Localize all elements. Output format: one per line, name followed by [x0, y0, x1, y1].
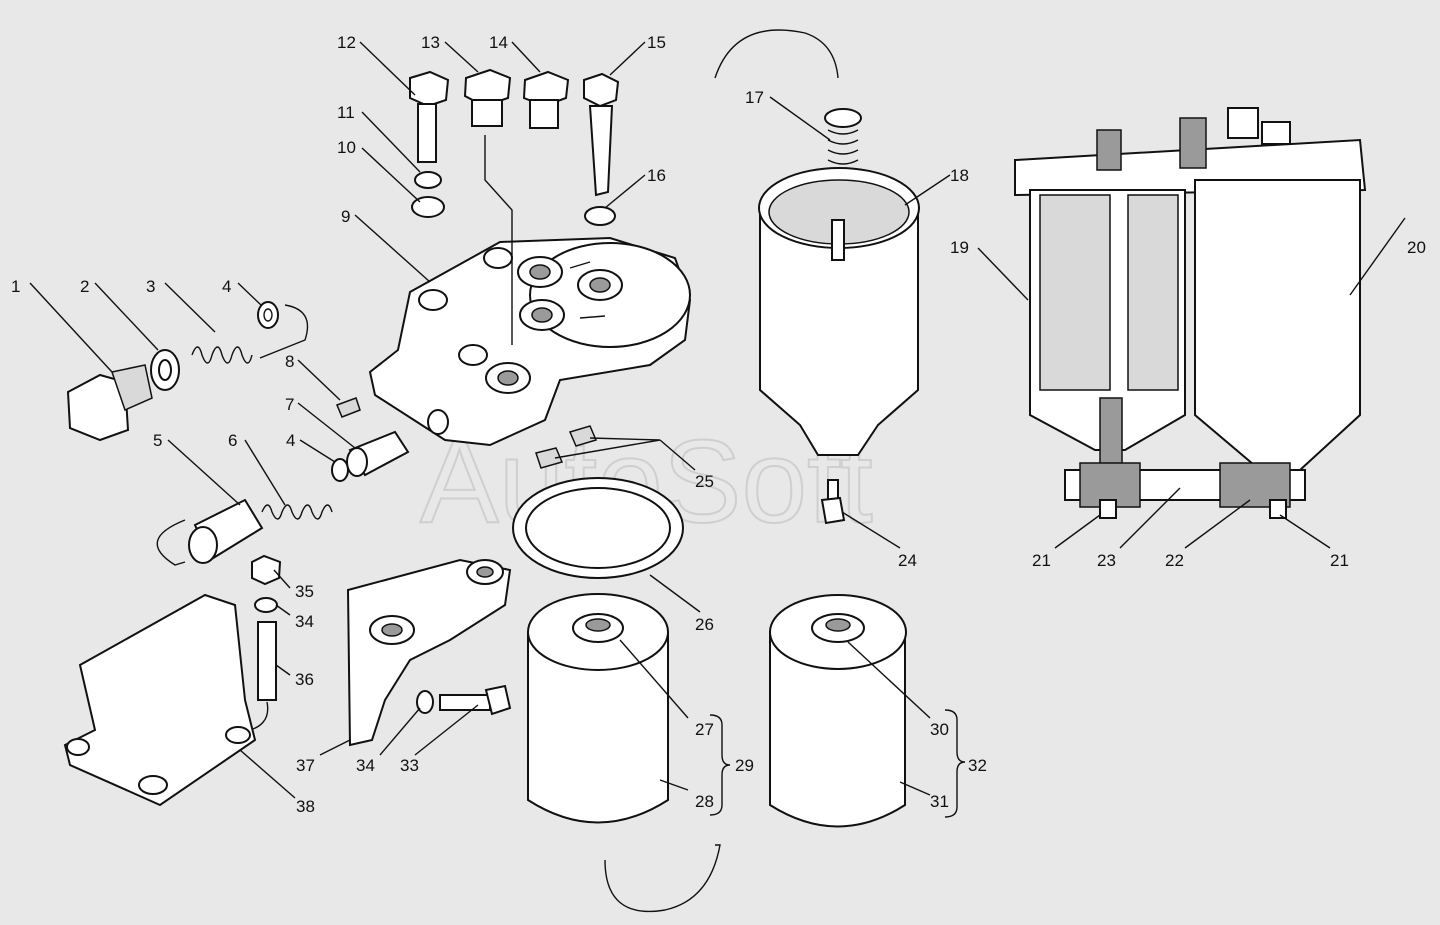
stud-part-36 [257, 621, 277, 701]
callout-6: 6 [228, 431, 237, 450]
plunger-part-5 [188, 498, 264, 564]
callout-30: 30 [930, 720, 949, 739]
assembly-arrow-5 [604, 844, 721, 913]
callout-22: 22 [1165, 551, 1184, 570]
filter-bowl-part-18 [758, 167, 920, 456]
callout-13: 13 [421, 33, 440, 52]
washer-part-16 [584, 206, 616, 226]
callout-4a: 4 [222, 277, 231, 296]
callout-1: 1 [11, 277, 20, 296]
callout-15: 15 [647, 33, 666, 52]
callout-19: 19 [950, 238, 969, 257]
callout-33: 33 [400, 756, 419, 775]
callout-4b: 4 [286, 431, 295, 450]
pins-part-25 [535, 425, 598, 469]
washer-part-11 [414, 171, 442, 189]
callout-3: 3 [146, 277, 155, 296]
callout-7: 7 [285, 395, 294, 414]
callout-37: 37 [296, 756, 315, 775]
callout-35: 35 [295, 582, 314, 601]
callout-21a: 21 [1032, 551, 1051, 570]
washer-part-34-upper [254, 597, 278, 613]
assembly-arrow-6 [714, 29, 839, 79]
washer-part-10 [411, 196, 445, 218]
drain-plug-part-24 [820, 479, 846, 525]
fitting-part-14 [522, 70, 570, 129]
callout-32: 32 [968, 756, 987, 775]
plug-part-1 [66, 364, 153, 442]
callout-12: 12 [337, 33, 356, 52]
gasket-part-26 [512, 477, 684, 579]
spring-part-6 [261, 504, 333, 520]
pin-part-8 [336, 397, 361, 418]
bracket-part-38 [63, 593, 257, 807]
callout-34-lower: 34 [356, 756, 375, 775]
callout-2: 2 [80, 277, 89, 296]
valve-part-17 [824, 108, 862, 165]
filter-housing-part-9 [368, 236, 692, 447]
callout-18: 18 [950, 166, 969, 185]
callout-16: 16 [647, 166, 666, 185]
callout-17: 17 [745, 88, 764, 107]
leader-lines [29, 41, 1406, 799]
filter-assembly-section [1014, 107, 1367, 519]
fitting-part-13 [463, 68, 512, 127]
callout-27: 27 [695, 720, 714, 739]
callout-11: 11 [337, 103, 355, 122]
callout-21b: 21 [1330, 551, 1349, 570]
washer-part-2 [150, 349, 180, 391]
callout-10: 10 [337, 138, 356, 157]
callout-8: 8 [285, 352, 294, 371]
washer-part-34-lower [416, 690, 434, 714]
callout-25: 25 [695, 472, 714, 491]
brace-29 [709, 714, 731, 816]
bolt-part-12 [409, 70, 450, 163]
callout-9: 9 [341, 207, 350, 226]
callout-14: 14 [489, 33, 508, 52]
callout-24: 24 [898, 551, 917, 570]
filter-element-part-29 [527, 593, 669, 824]
assembly-arrow-1 [259, 304, 309, 359]
bracket-part-37 [346, 558, 512, 747]
valve-part-7 [346, 430, 410, 477]
callout-38: 38 [296, 797, 315, 816]
brace-32 [944, 709, 966, 818]
callout-28: 28 [695, 792, 714, 811]
callout-36: 36 [295, 670, 314, 689]
callout-5: 5 [153, 431, 162, 450]
bolt-part-15 [583, 72, 620, 197]
callout-26: 26 [695, 615, 714, 634]
spring-part-3 [191, 346, 253, 364]
callout-31: 31 [930, 792, 949, 811]
callout-20: 20 [1407, 238, 1426, 257]
callout-23: 23 [1097, 551, 1116, 570]
washer-part-4-top [257, 301, 279, 329]
filter-element-part-32 [769, 594, 907, 828]
assembly-arrow-2 [156, 519, 186, 566]
assembly-arrow-3 [484, 135, 513, 345]
nut-part-35 [251, 554, 282, 586]
callout-34-upper: 34 [295, 612, 314, 631]
callout-29: 29 [735, 756, 754, 775]
callout-labels: 1 2 3 4 4 5 6 7 8 9 10 11 12 13 14 15 16… [11, 33, 1426, 816]
bolt-part-33 [439, 684, 512, 716]
